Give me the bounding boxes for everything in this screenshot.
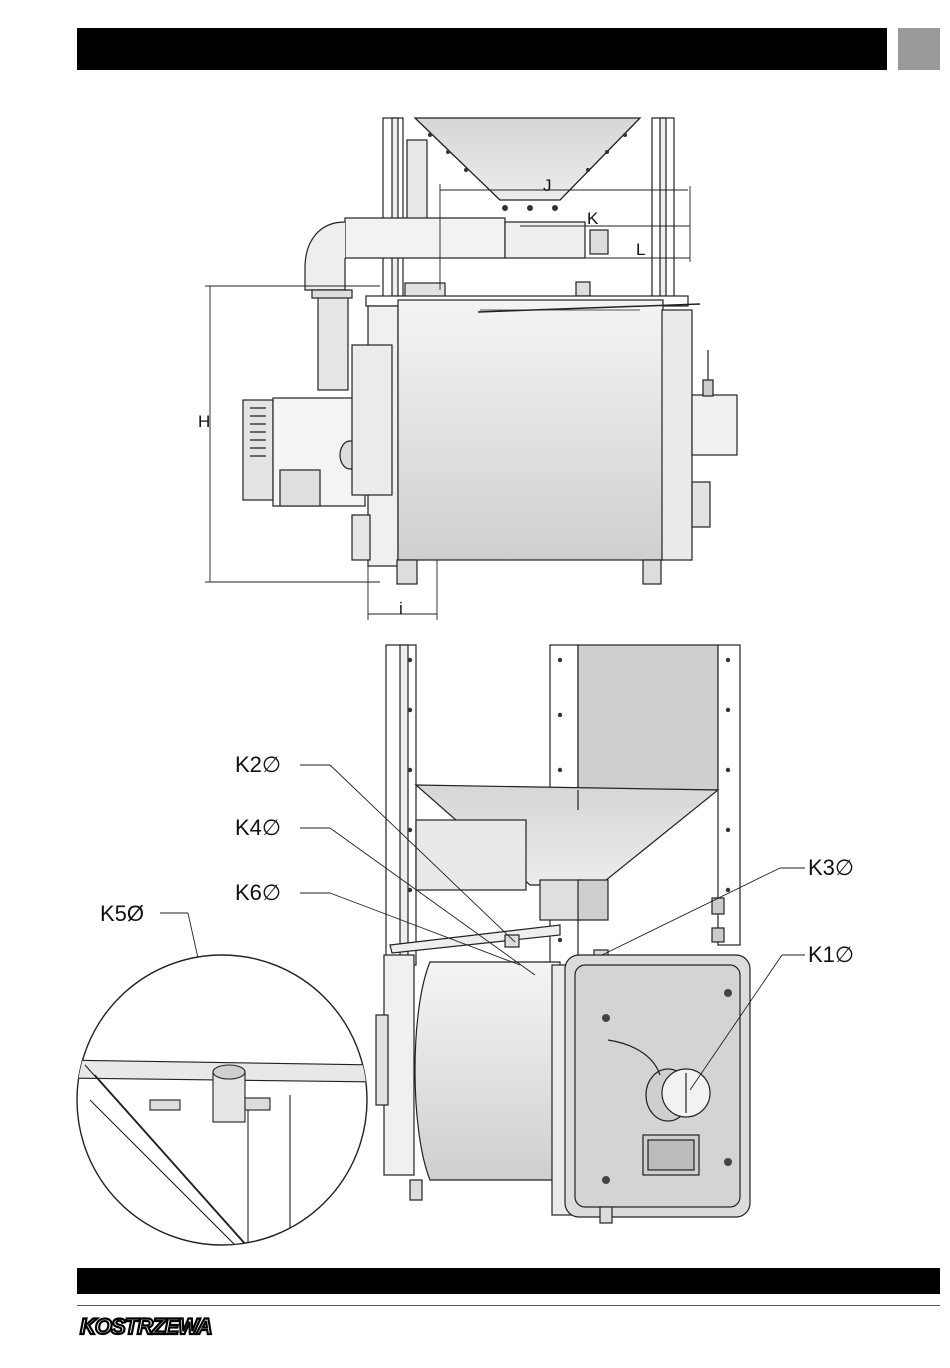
brand-logo-text: KOSTRZEWA: [80, 1314, 212, 1339]
brand-logo: KOSTRZEWA: [78, 1313, 248, 1339]
callout-label-k2: K2∅: [235, 752, 281, 777]
footer-rule: [77, 1305, 940, 1306]
dimension-label-h: H: [198, 412, 210, 431]
dimension-label-j: J: [543, 176, 552, 195]
callout-label-k5: K5Ø: [100, 901, 144, 926]
bottom-boiler-diagram: [376, 645, 750, 1223]
dimension-label-i: i: [399, 599, 403, 618]
footer-bar: [77, 1268, 940, 1294]
callout-label-k1: K1∅: [808, 942, 854, 967]
dimension-label-k: K: [587, 209, 599, 228]
callout-label-k4: K4∅: [235, 815, 281, 840]
callout-label-k3: K3∅: [808, 855, 854, 880]
top-boiler-diagram: [205, 118, 737, 620]
detail-circle-k5: [60, 955, 380, 1260]
dimension-label-l: L: [636, 240, 645, 259]
callout-label-k6: K6∅: [235, 880, 281, 905]
